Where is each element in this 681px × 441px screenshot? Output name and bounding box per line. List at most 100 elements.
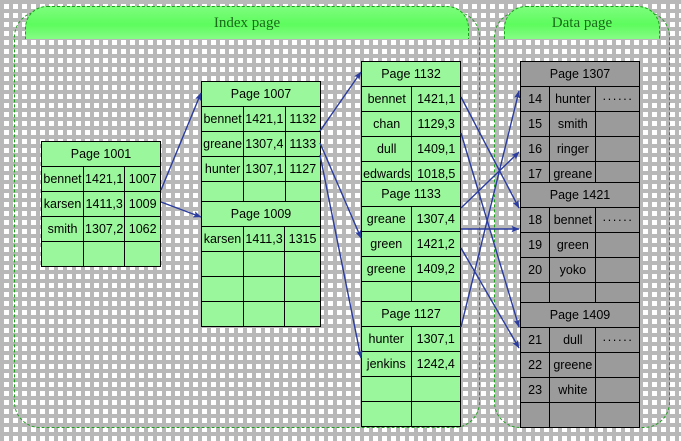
cell-page	[284, 276, 321, 302]
cell-rowid	[519, 402, 551, 428]
cell-key: green	[361, 231, 412, 257]
cell-name: yoko	[549, 257, 597, 283]
table-row[interactable]: greane 1307,4	[361, 206, 462, 232]
table-row[interactable]: 15 smith	[519, 111, 640, 137]
table-page-1007[interactable]: Page 1007 bennet 1421,1 1132 greane 1307…	[200, 81, 322, 207]
table-row[interactable]: chan 1129,3	[360, 111, 461, 137]
table-row[interactable]: bennet 1421,1	[360, 86, 461, 112]
cell-rowid: 21	[519, 327, 551, 353]
table-row-empty[interactable]	[201, 251, 321, 277]
cell-rid: 1129,3	[411, 111, 461, 137]
table-page-1009[interactable]: Page 1009 karsen 1411,3 1315	[201, 201, 321, 327]
cell-key: bennet	[360, 86, 413, 112]
cell-rid: 1421,1	[411, 86, 461, 112]
table-row-empty[interactable]	[361, 376, 462, 402]
cell-name: smith	[549, 111, 597, 137]
table-page-1133[interactable]: Page 1133 greane 1307,4 green 1421,2 gre…	[361, 181, 462, 307]
cell-name: dull	[549, 327, 597, 353]
cell-name	[549, 402, 597, 428]
cell-rest: ······	[595, 327, 640, 353]
cell-rid: 1409,2	[410, 256, 462, 282]
cell-rid: 1242,4	[410, 351, 462, 377]
cell-key: jenkins	[361, 351, 412, 377]
table-row-empty[interactable]	[361, 401, 462, 427]
cell-page: 1132	[284, 106, 322, 132]
cell-key	[40, 241, 85, 267]
table-row[interactable]: 23 white	[519, 377, 640, 403]
cell-rowid: 18	[519, 207, 551, 233]
table-row[interactable]: 19 green	[519, 232, 640, 258]
table-row[interactable]: hunter 1307,1 1127	[200, 156, 322, 182]
table-row[interactable]: 22 greene	[519, 352, 640, 378]
cell-key: hunter	[361, 326, 412, 352]
table-row[interactable]: karsen 1411,3 1009	[40, 191, 161, 217]
cell-rowid: 23	[519, 377, 551, 403]
table-row[interactable]: dull 1409,1	[360, 136, 461, 162]
cell-rid	[242, 251, 286, 277]
table-row[interactable]: greane 1307,4 1133	[200, 131, 322, 157]
cell-rid: 1411,3	[242, 226, 286, 252]
table-row[interactable]: 14 hunter ······	[519, 86, 640, 112]
cell-page: 1127	[284, 156, 322, 182]
cell-rid	[410, 401, 462, 427]
table-row[interactable]: 21 dull ······	[519, 327, 640, 353]
cell-rid	[242, 276, 286, 302]
cell-page: 1315	[284, 226, 321, 252]
cell-page: 1007	[124, 166, 161, 192]
cell-key	[361, 376, 412, 402]
table-row[interactable]: 20 yoko	[519, 257, 640, 283]
table-row-empty[interactable]	[201, 301, 321, 327]
cell-rid: 1421,2	[410, 231, 462, 257]
cell-page: 1062	[124, 216, 161, 242]
table-page-1127[interactable]: Page 1127 hunter 1307,1 jenkins 1242,4	[361, 301, 462, 427]
table-row[interactable]: smith 1307,2 1062	[40, 216, 161, 242]
table-title-row: Page 1132	[361, 61, 461, 87]
cell-rest	[595, 402, 640, 428]
table-title-row: Page 1421	[520, 182, 640, 208]
table-page-1001[interactable]: Page 1001 bennet 1421,1 1007 karsen 1411…	[40, 141, 161, 267]
table-row[interactable]: karsen 1411,3 1315	[201, 226, 321, 252]
table-row[interactable]: jenkins 1242,4	[361, 351, 462, 377]
cell-rowid: 14	[519, 86, 551, 112]
cell-page	[284, 251, 321, 277]
table-row[interactable]: hunter 1307,1	[361, 326, 462, 352]
cell-key	[201, 301, 244, 327]
cell-rid: 1307,4	[410, 206, 462, 232]
cell-rid: 1307,4	[243, 131, 286, 157]
table-row[interactable]: greene 1409,2	[361, 256, 462, 282]
cell-name: bennet	[549, 207, 597, 233]
table-row[interactable]: 16 ringer	[519, 136, 640, 162]
table-title-row: Page 1409	[520, 302, 640, 328]
table-row[interactable]: bennet 1421,1 1007	[40, 166, 161, 192]
table-title-row: Page 1307	[520, 61, 640, 87]
cell-key: greene	[361, 256, 412, 282]
table-row[interactable]: bennet 1421,1 1132	[200, 106, 322, 132]
table-page-1409[interactable]: Page 1409 21 dull ······ 22 greene 23 wh…	[519, 302, 640, 428]
cell-rid	[410, 376, 462, 402]
table-row[interactable]: green 1421,2	[361, 231, 462, 257]
table-page-1132[interactable]: Page 1132 bennet 1421,1 chan 1129,3 dull…	[360, 61, 461, 187]
cell-rowid: 19	[519, 232, 551, 258]
table-row[interactable]: 18 bennet ······	[519, 207, 640, 233]
page-title: Page 1127	[361, 301, 461, 327]
table-row-empty[interactable]	[201, 276, 321, 302]
table-title-row: Page 1007	[201, 81, 321, 107]
table-row-empty[interactable]	[519, 402, 640, 428]
cell-name: hunter	[549, 86, 597, 112]
cell-name: greene	[549, 352, 597, 378]
cell-rest	[595, 136, 640, 162]
table-page-1307[interactable]: Page 1307 14 hunter ······ 15 smith 16 r…	[519, 61, 640, 187]
table-row-empty[interactable]	[40, 241, 161, 267]
cell-rowid: 20	[519, 257, 551, 283]
page-title: Page 1307	[520, 61, 640, 87]
cell-rid: 1421,1	[243, 106, 286, 132]
cell-rid: 1411,3	[83, 191, 126, 217]
cell-key: greane	[361, 206, 412, 232]
cell-rid: 1307,2	[83, 216, 126, 242]
table-page-1421[interactable]: Page 1421 18 bennet ······ 19 green 20 y…	[519, 182, 640, 308]
cell-rest	[595, 352, 640, 378]
cell-page	[284, 301, 321, 327]
cell-rowid: 16	[519, 136, 551, 162]
data-page-label: Data page	[551, 14, 613, 31]
table-title-row: Page 1127	[361, 301, 461, 327]
